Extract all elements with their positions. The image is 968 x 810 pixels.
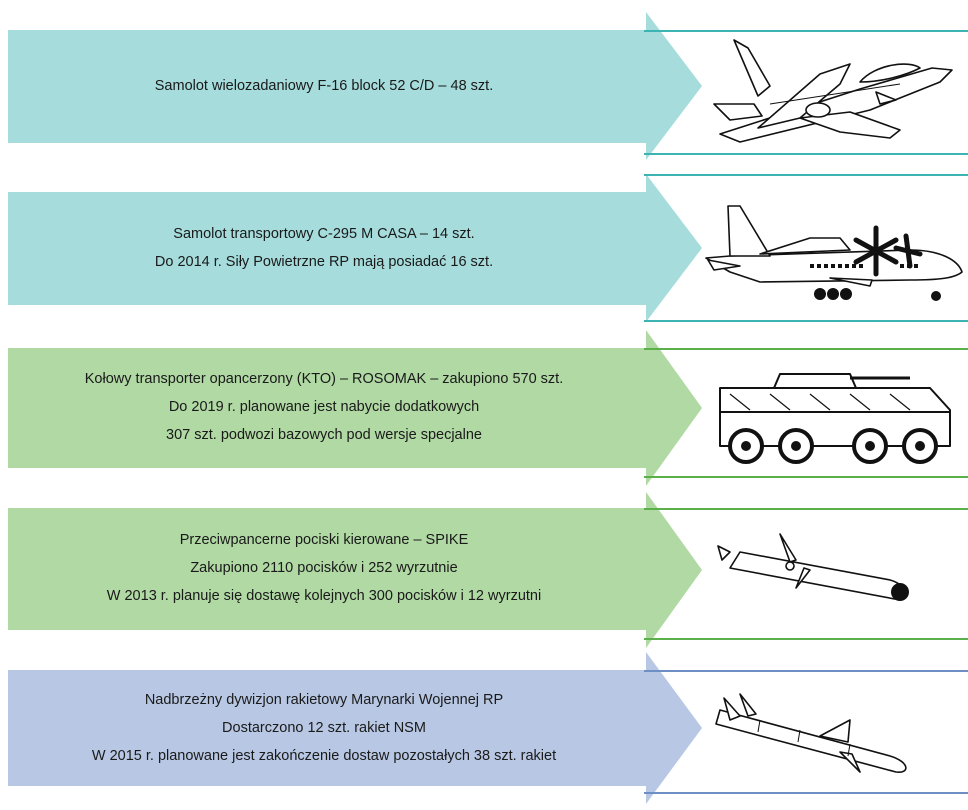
guided-missile-icon: [717, 533, 909, 601]
label-line: W 2015 r. planowane jest zakończenie dos…: [91, 748, 557, 764]
row-f16: Samolot wielozadaniowy F-16 block 52 C/D…: [0, 0, 968, 164]
separator-line: [644, 320, 968, 322]
row-label: Kołowy transporter opancerzony (KTO) – R…: [8, 365, 640, 449]
row-label: Przeciwpancerne pociski kierowane – SPIK…: [8, 526, 640, 610]
arrow-shape: [8, 652, 702, 804]
label-line: Zakupiono 2110 pocisków i 252 wyrzutnie: [190, 560, 458, 576]
label-line: 307 szt. podwozi bazowych pod wersje spe…: [166, 427, 482, 443]
row-label: Nadbrzeżny dywizjon rakietowy Marynarki …: [8, 686, 640, 770]
cruise-missile-icon: [715, 693, 907, 773]
transport-plane-icon: [705, 205, 963, 301]
arrow-shape: [8, 330, 702, 486]
row-casa: Samolot transportowy C-295 M CASA – 14 s…: [0, 164, 968, 328]
fighter-jet-icon: [713, 39, 953, 143]
separator-line: [644, 174, 968, 176]
row-label: Samolot transportowy C-295 M CASA – 14 s…: [8, 220, 640, 276]
separator-line: [644, 792, 968, 794]
label-line: Samolot wielozadaniowy F-16 block 52 C/D…: [154, 78, 494, 94]
separator-line: [644, 30, 968, 32]
label-line: Dostarczono 12 szt. rakiet NSM: [222, 720, 426, 736]
row-label: Samolot wielozadaniowy F-16 block 52 C/D…: [8, 72, 640, 100]
arrow-shape: [8, 174, 702, 322]
separator-line: [644, 476, 968, 478]
separator-line: [644, 670, 968, 672]
label-line: Do 2019 r. planowane jest nabycie dodatk…: [168, 399, 480, 415]
separator-line: [644, 153, 968, 155]
arrow-shape: [8, 12, 702, 160]
label-line: Samolot transportowy C-295 M CASA – 14 s…: [173, 226, 475, 242]
separator-line: [644, 348, 968, 350]
label-line: Kołowy transporter opancerzony (KTO) – R…: [84, 371, 564, 387]
armored-vehicle-icon: [719, 373, 951, 464]
label-line: W 2013 r. planuje się dostawę kolejnych …: [106, 588, 542, 604]
row-spike: Przeciwpancerne pociski kierowane – SPIK…: [0, 492, 968, 652]
label-line: Do 2014 r. Siły Powietrzne RP mają posia…: [154, 254, 494, 270]
row-rosomak: Kołowy transporter opancerzony (KTO) – R…: [0, 328, 968, 492]
label-line: Przeciwpancerne pociski kierowane – SPIK…: [179, 532, 469, 548]
label-line: Nadbrzeżny dywizjon rakietowy Marynarki …: [144, 692, 504, 708]
separator-line: [644, 508, 968, 510]
row-nsm: Nadbrzeżny dywizjon rakietowy Marynarki …: [0, 652, 968, 810]
separator-line: [644, 638, 968, 640]
arrow-shape: [8, 492, 702, 648]
